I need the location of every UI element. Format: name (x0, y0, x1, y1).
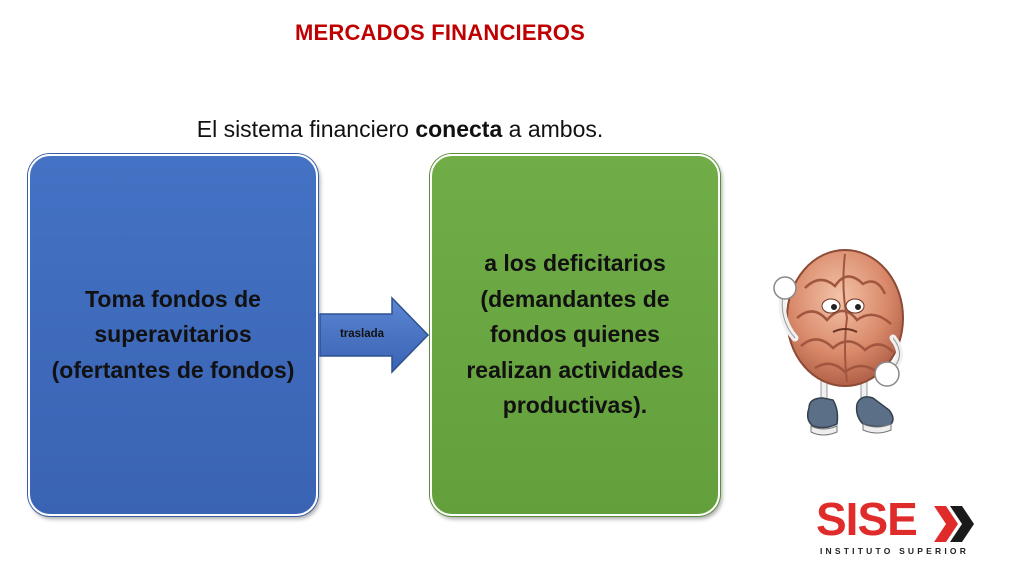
slide-subtitle: El sistema financiero conecta a ambos. (100, 116, 700, 143)
subtitle-text-post: a ambos. (502, 116, 604, 142)
destination-box: a los deficitarios (demandantes de fondo… (430, 154, 720, 516)
sise-logo-text: SISE (816, 493, 918, 545)
double-chevron-logo-icon (934, 506, 974, 542)
source-box-text: Toma fondos de superavitarios (ofertante… (51, 285, 295, 383)
arrow-label: traslada (339, 328, 385, 340)
subtitle-text-pre: El sistema financiero (196, 116, 416, 142)
sise-logo-tagline: INSTITUTO SUPERIOR (820, 546, 970, 556)
right-arrow-shape (319, 296, 430, 374)
source-box: Toma fondos de superavitarios (ofertante… (28, 154, 318, 516)
subtitle-text-bold: conecta (415, 116, 503, 142)
destination-box-text: a los deficitarios (demandantes de fondo… (466, 249, 684, 419)
thinking-brain-mascot-icon (773, 249, 904, 436)
slide-title: MERCADOS FINANCIEROS (294, 20, 585, 45)
